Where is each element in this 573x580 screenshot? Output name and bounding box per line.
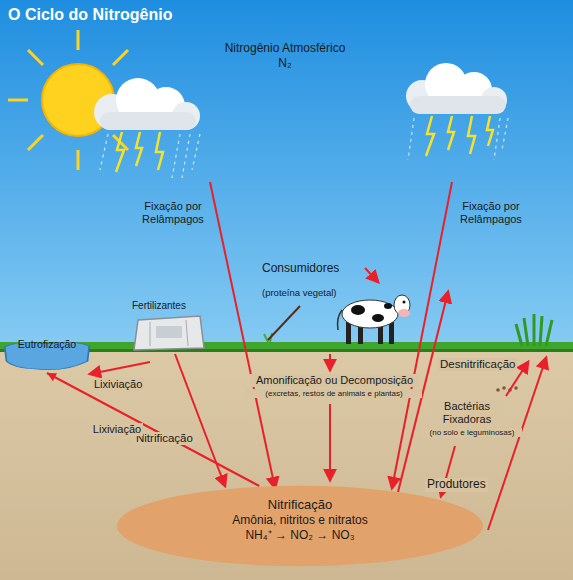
node-text: Nitrificação [115,497,485,513]
process-label: Amonificação ou Decomposição [250,374,419,387]
fertilizer-bag [134,316,204,350]
process-label: Fixação por Relâmpagos [140,200,206,225]
cloud [406,63,507,114]
soil-nitrogen-pool: NitrificaçãoAmônia, nitritos e nitratosN… [115,485,485,567]
node-text: Eutrofização [3,338,91,351]
food-link-line [268,306,300,340]
process-arrows [90,182,546,530]
process-note: (excretas, restos de animais e plantas) [246,389,422,398]
trophic-label: Consumidores [262,262,339,276]
bacteria-dots [496,386,518,392]
node-text: NH₄⁺ → NO₂ → NO₃ [115,528,485,543]
eutrophication-pond: Eutrofização [3,336,91,372]
rain [100,118,508,178]
organism-label: Produtores [425,478,488,492]
edge-label: Lixiviação [91,423,143,436]
soil [0,348,573,580]
organism-label: Bactérias Fixadoras [430,400,504,425]
process-label: Lixiviação [92,378,144,391]
trophic-note: (proteína vegetal) [262,288,336,299]
organism-note: (no solo e leguminosas) [422,428,522,437]
lightning [116,116,493,172]
plants [516,314,552,346]
atmosphere-label: Nitrogênio Atmosférico [205,42,365,56]
process-label: Fixação por Relâmpagos [456,200,526,225]
formula-label: N₂ [205,57,365,71]
cow [338,295,411,344]
leaching-arrow [47,373,259,486]
input-label: Fertilizantes [132,300,186,312]
process-label: Desnitrificação [438,358,517,371]
node-text: Amônia, nitritos e nitratos [115,513,485,528]
sky [0,0,573,348]
cloud [94,78,200,130]
diagram-title: O Ciclo do Nitrogênio [8,6,172,24]
